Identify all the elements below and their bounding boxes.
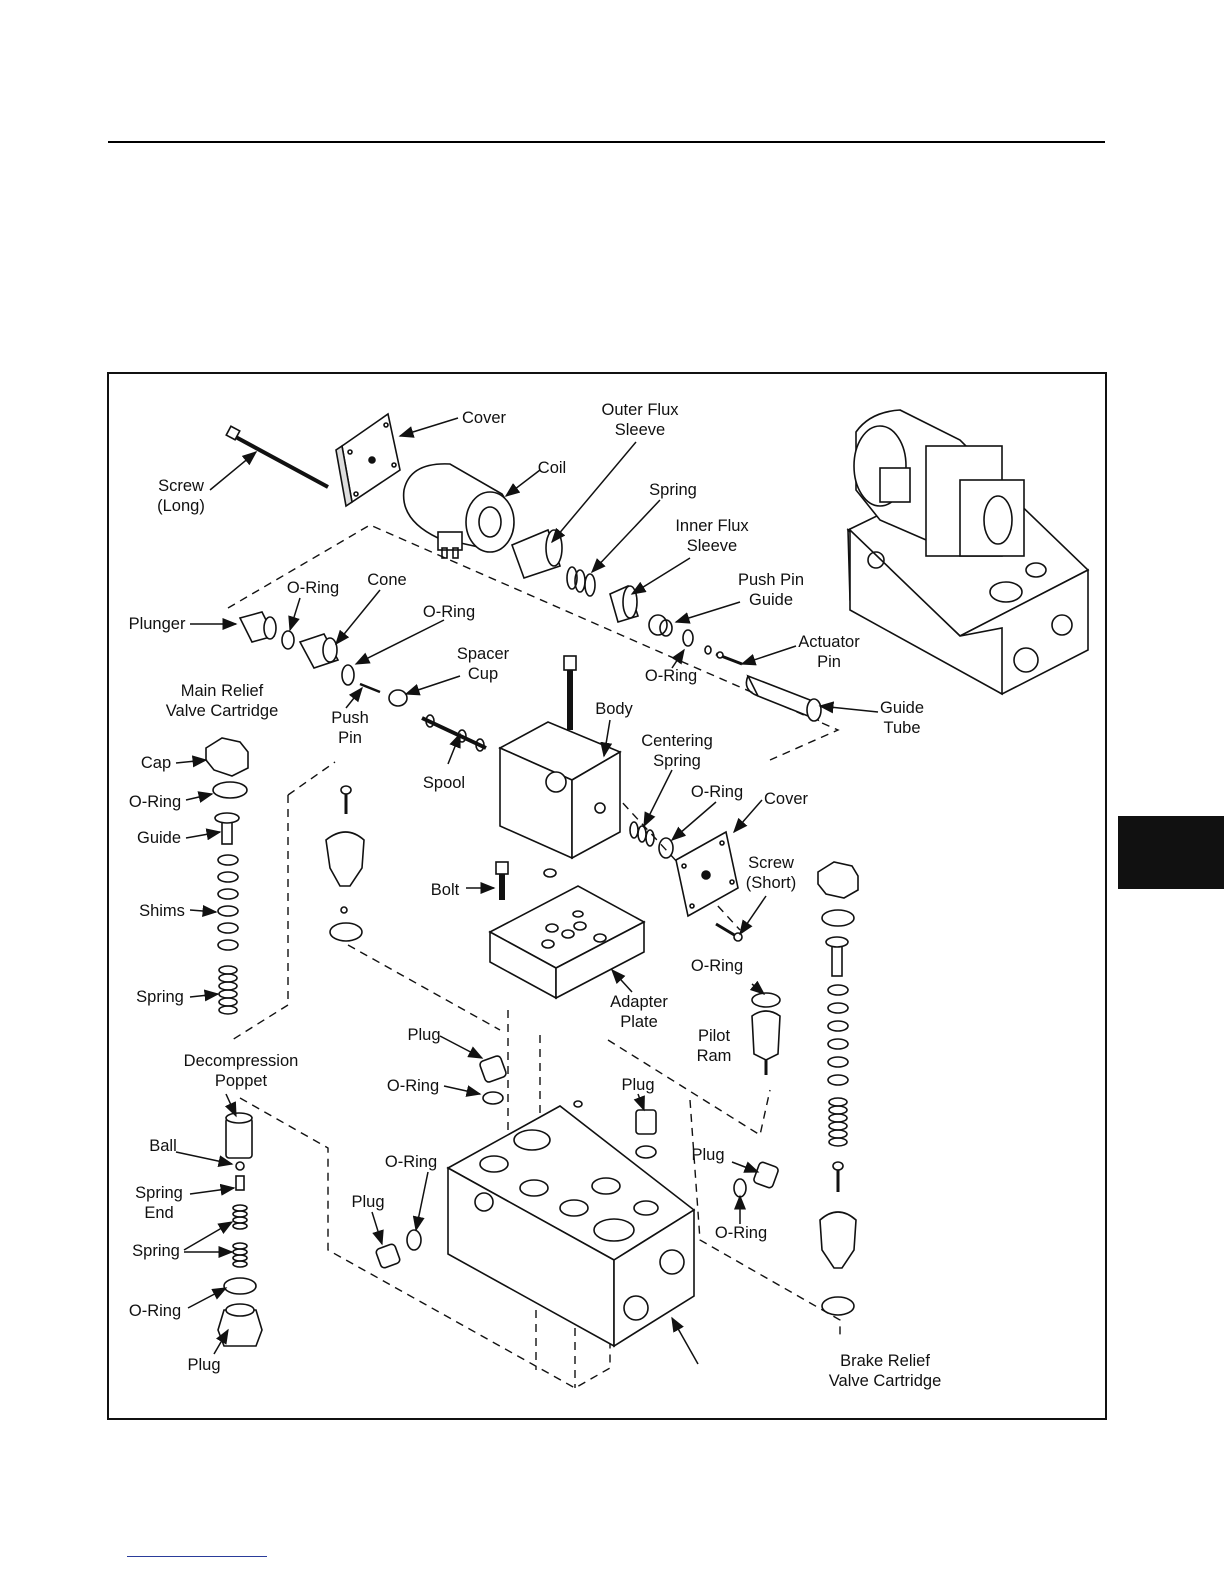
label-plunger: Plunger bbox=[128, 615, 186, 633]
label-oring-a: O-Ring bbox=[286, 579, 340, 597]
figure-frame bbox=[107, 372, 1107, 1420]
inner-flux-sleeve bbox=[609, 584, 640, 623]
label-coil: Coil bbox=[537, 459, 567, 477]
label-spring-bottom: Spring bbox=[132, 1242, 180, 1260]
label-plug-bottom: Plug bbox=[187, 1356, 221, 1374]
footer-link-underline bbox=[127, 1556, 267, 1557]
label-plug-b: Plug bbox=[621, 1076, 655, 1094]
pilot-ram bbox=[751, 992, 781, 1075]
adapter-plate bbox=[488, 885, 646, 1000]
push-pin-guide bbox=[648, 614, 694, 647]
label-shims: Shims bbox=[139, 902, 185, 920]
label-oring-f: O-Ring bbox=[690, 957, 744, 975]
label-spring-left: Spring bbox=[136, 988, 184, 1006]
label-bolt: Bolt bbox=[430, 881, 460, 899]
label-oring-i: O-Ring bbox=[714, 1224, 768, 1242]
spool bbox=[421, 714, 487, 752]
brake-relief-cartridge bbox=[817, 861, 859, 1316]
label-screw-short: Screw(Short) bbox=[745, 854, 797, 892]
left-poppet bbox=[325, 785, 365, 942]
adapter-bolt bbox=[495, 861, 509, 900]
label-oring-d: O-Ring bbox=[128, 793, 182, 811]
header-rule bbox=[108, 141, 1105, 143]
body bbox=[498, 721, 622, 860]
plug-a-shape bbox=[479, 1055, 507, 1083]
spring-top bbox=[566, 566, 596, 597]
oring-a-shape bbox=[281, 630, 295, 650]
decompression-poppet bbox=[217, 1112, 263, 1347]
label-oring-g: O-Ring bbox=[386, 1077, 440, 1095]
label-plug-d: Plug bbox=[351, 1193, 385, 1211]
label-oring-e: O-Ring bbox=[690, 783, 744, 801]
guide-tube bbox=[745, 674, 822, 722]
manifold-block bbox=[446, 1105, 696, 1348]
label-oring-b: O-Ring bbox=[422, 603, 476, 621]
spring-left-coil bbox=[218, 965, 238, 1015]
label-spring-top: Spring bbox=[649, 481, 697, 499]
plunger bbox=[238, 611, 277, 643]
outer-flux-sleeve bbox=[510, 528, 563, 580]
cover-top bbox=[335, 412, 401, 508]
coil bbox=[402, 463, 515, 559]
shims-stack bbox=[217, 854, 239, 951]
main-relief-cartridge bbox=[205, 737, 249, 1015]
label-spool: Spool bbox=[422, 774, 466, 792]
label-guide: Guide bbox=[136, 829, 182, 847]
label-oring-c: O-Ring bbox=[644, 667, 698, 685]
label-plug-a: Plug bbox=[407, 1026, 441, 1044]
actuator-pin bbox=[704, 645, 743, 666]
plug-d-shape bbox=[375, 1229, 422, 1269]
label-cover-top: Cover bbox=[461, 409, 506, 427]
small-oring-shape bbox=[543, 868, 557, 878]
label-oring-h: O-Ring bbox=[384, 1153, 438, 1171]
oring-e-shape bbox=[658, 837, 674, 859]
spring-bottom-coils bbox=[232, 1204, 248, 1268]
label-cap: Cap bbox=[140, 754, 172, 772]
centering-spring bbox=[629, 821, 655, 847]
spacer-cup bbox=[388, 689, 408, 707]
plug-b-shape bbox=[573, 1100, 657, 1159]
oring-b-shape bbox=[341, 664, 355, 686]
label-oring-j: O-Ring bbox=[128, 1302, 182, 1320]
label-cover-right: Cover bbox=[763, 790, 808, 808]
screw-short bbox=[715, 922, 743, 942]
label-cone: Cone bbox=[367, 571, 407, 589]
screw-long bbox=[225, 425, 329, 489]
cone bbox=[298, 633, 340, 669]
plug-c-shape bbox=[733, 1161, 779, 1198]
section-tab bbox=[1118, 816, 1224, 889]
push-pin-shape bbox=[359, 682, 381, 694]
label-plug-c: Plug bbox=[691, 1146, 725, 1164]
label-ball: Ball bbox=[149, 1137, 177, 1155]
oring-g-shape bbox=[482, 1091, 504, 1105]
cover-right bbox=[675, 830, 739, 918]
label-screw-long: Screw(Long) bbox=[157, 477, 205, 515]
body-bolt bbox=[563, 655, 577, 730]
assembled-valve-view bbox=[846, 409, 1090, 696]
label-body: Body bbox=[595, 700, 633, 718]
leader-lines bbox=[175, 417, 879, 1365]
